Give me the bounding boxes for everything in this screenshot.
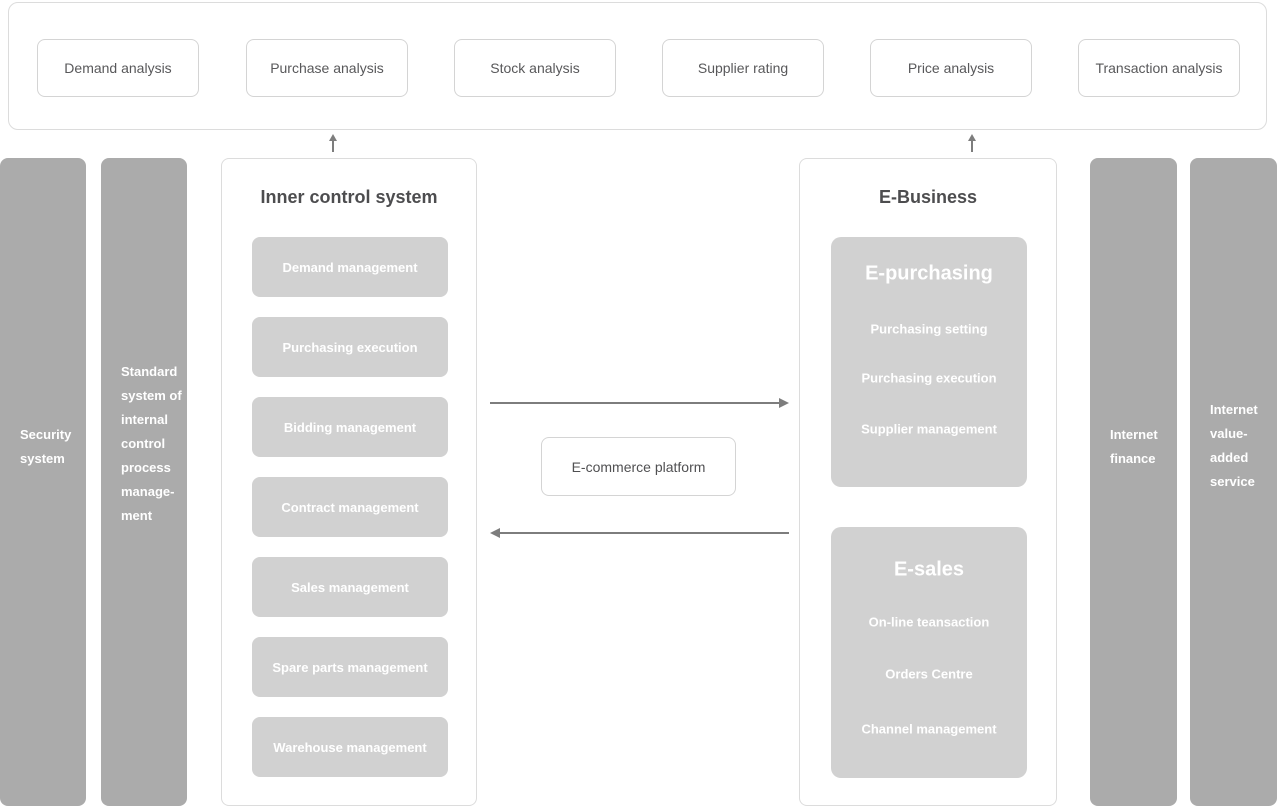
inner-control-panel: Inner control system Demand management P… — [221, 158, 477, 806]
warehouse-management-box: Warehouse management — [252, 717, 448, 777]
purchasing-execution-box: Purchasing execution — [252, 317, 448, 377]
security-system-label: Security system — [20, 427, 72, 466]
transaction-analysis-label: Transaction analysis — [1095, 60, 1223, 76]
e-purchasing-title: E-purchasing — [865, 262, 993, 285]
purchase-analysis-label: Purchase analysis — [270, 60, 384, 76]
demand-analysis-box: Demand analysis — [37, 39, 199, 97]
e-sales-block: E-sales On-line teansaction Orders Centr… — [831, 527, 1027, 778]
arrow-head — [490, 528, 500, 538]
analysis-panel: Demand analysis Purchase analysis Stock … — [8, 2, 1267, 130]
stock-analysis-box: Stock analysis — [454, 39, 616, 97]
price-analysis-label: Price analysis — [907, 60, 995, 76]
purchase-analysis-box: Purchase analysis — [246, 39, 408, 97]
ecommerce-platform-box: E-commerce platform — [541, 437, 736, 496]
internet-value-added-label: Internet value- added service — [1210, 402, 1258, 489]
sales-management-box: Sales management — [252, 557, 448, 617]
standard-system-bar: Standard system of internal control proc… — [101, 158, 187, 806]
supplier-management-label: Supplier management — [861, 421, 997, 437]
arrow-head — [779, 398, 789, 408]
arrow-head — [967, 134, 976, 141]
online-transaction-label: On-line teansaction — [868, 614, 990, 630]
arrow-left-icon — [490, 528, 789, 538]
spare-parts-management-box: Spare parts management — [252, 637, 448, 697]
transaction-analysis-box: Transaction analysis — [1078, 39, 1240, 97]
internet-finance-label: Internet finance — [1110, 427, 1158, 466]
demand-analysis-label: Demand analysis — [64, 60, 172, 76]
ecommerce-platform-label: E-commerce platform — [571, 458, 706, 475]
security-system-bar: Security system — [0, 158, 86, 806]
purchasing-setting-label: Purchasing setting — [870, 321, 988, 337]
orders-centre-label: Orders Centre — [885, 666, 973, 682]
arrow-up-right-icon — [967, 134, 976, 152]
e-purchasing-block: E-purchasing Purchasing setting Purchasi… — [831, 237, 1027, 487]
arrow-right-icon — [490, 398, 789, 408]
internet-finance-bar: Internet finance — [1090, 158, 1177, 806]
demand-management-box: Demand management — [252, 237, 448, 297]
arrow-line — [490, 402, 779, 404]
arrow-stem — [970, 141, 973, 152]
arrow-line — [500, 532, 789, 534]
arrow-head — [328, 134, 337, 141]
arrow-stem — [331, 141, 334, 152]
internet-value-added-bar: Internet value- added service — [1190, 158, 1277, 806]
supplier-rating-box: Supplier rating — [662, 39, 824, 97]
price-analysis-box: Price analysis — [870, 39, 1032, 97]
stock-analysis-label: Stock analysis — [490, 60, 580, 76]
contract-management-box: Contract management — [252, 477, 448, 537]
e-business-title: E-Business — [878, 187, 978, 207]
bidding-management-box: Bidding management — [252, 397, 448, 457]
inner-control-title: Inner control system — [260, 187, 438, 207]
e-sales-title: E-sales — [893, 558, 965, 581]
purchasing-execution-label: Purchasing execution — [861, 370, 997, 386]
supplier-rating-label: Supplier rating — [697, 60, 789, 76]
e-business-panel: E-Business E-purchasing Purchasing setti… — [799, 158, 1057, 806]
arrow-up-left-icon — [328, 134, 337, 152]
channel-management-label: Channel management — [861, 721, 997, 737]
standard-system-label: Standard system of internal control proc… — [121, 364, 182, 523]
